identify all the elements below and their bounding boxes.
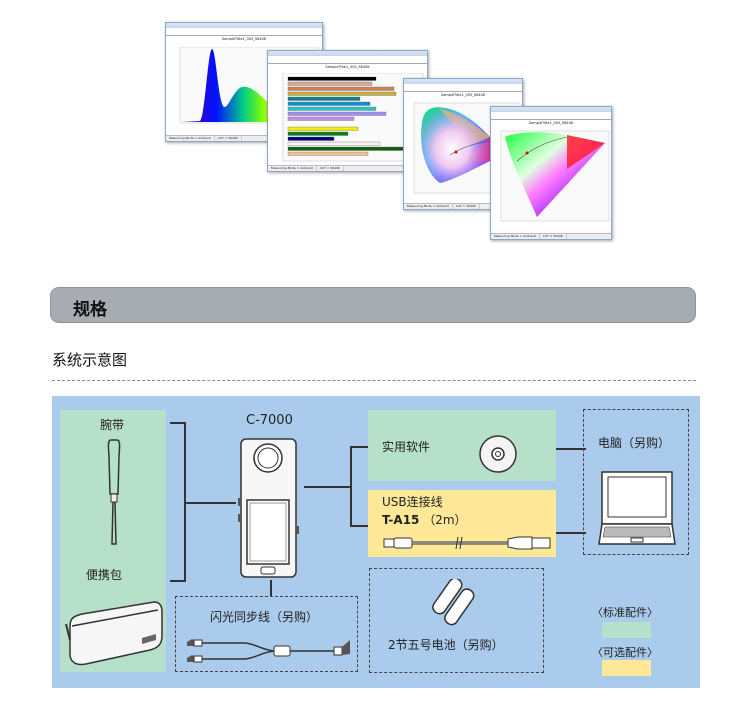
cri-bar bbox=[287, 126, 359, 131]
status-mode: Measuring Mode = Ambient bbox=[166, 136, 215, 141]
window-title: SampleTitle1_003_5640K bbox=[440, 93, 486, 97]
flash-sync-cable-box bbox=[175, 596, 358, 672]
connector-line bbox=[556, 532, 586, 534]
flash-sync-cable-icon bbox=[187, 639, 350, 663]
divider bbox=[52, 380, 696, 381]
cri-bar bbox=[287, 76, 377, 81]
connector-line bbox=[270, 580, 272, 596]
cri-bar bbox=[287, 96, 361, 101]
status-cct: CCT = 5640K bbox=[540, 234, 567, 239]
usb-cable-label: USB连接线 bbox=[382, 495, 443, 509]
screenshot-cri-window: SampleTitle1_003_5640K Measuring Mode = … bbox=[267, 50, 428, 172]
connector-line bbox=[170, 422, 186, 424]
carry-case-icon bbox=[65, 601, 163, 666]
cri-bar bbox=[287, 146, 409, 151]
window-title: SampleTitle1_003_5640K bbox=[221, 37, 267, 41]
computer-label: 电脑（另购） bbox=[598, 436, 671, 450]
usb-cable-spec: T-A15 （2m） bbox=[382, 511, 467, 528]
cri-bar bbox=[287, 141, 381, 146]
status-cct: CCT = 5640K bbox=[453, 204, 480, 209]
status-mode: Measuring Mode = Ambient bbox=[404, 204, 453, 209]
carry-case-label: 便携包 bbox=[86, 568, 123, 582]
cri-bar bbox=[287, 111, 387, 116]
cri-bar bbox=[287, 151, 369, 156]
batteries-box bbox=[369, 568, 544, 673]
cri-bar bbox=[287, 136, 335, 141]
legend-standard-label: 〈标准配件〉 bbox=[592, 606, 658, 619]
spec-header-title: 规格 bbox=[73, 300, 107, 320]
laptop-icon bbox=[598, 471, 676, 545]
cri-bar bbox=[287, 131, 349, 136]
flash-sync-cable-label: 闪光同步线（另购） bbox=[210, 610, 319, 624]
c7000-device-icon bbox=[238, 438, 299, 578]
connector-line bbox=[350, 525, 368, 527]
cri-bar bbox=[287, 116, 355, 121]
usb-cable-length: （2m） bbox=[423, 513, 467, 527]
legend-optional-swatch bbox=[602, 660, 651, 676]
connector-line bbox=[350, 446, 352, 526]
usb-cable-icon bbox=[383, 536, 551, 550]
software-label: 实用软件 bbox=[382, 440, 431, 454]
software-panel bbox=[368, 410, 556, 481]
aa-batteries-icon bbox=[432, 579, 475, 626]
device-model-label: C-7000 bbox=[246, 413, 293, 428]
legend-optional-label: 〈可选配件〉 bbox=[592, 646, 658, 659]
status-mode: Measuring Mode = Ambient bbox=[491, 234, 540, 239]
system-diagram: 腕带 便携包 C-7000 实用软件 USB连接线 T-A15 bbox=[52, 396, 700, 688]
connector-line bbox=[170, 580, 186, 582]
window-title: SampleTitle1_003_5640K bbox=[528, 121, 574, 125]
spec-header-bar: 规格 bbox=[50, 287, 696, 323]
cri-bar bbox=[287, 101, 371, 106]
batteries-label: 2节五号电池（另购） bbox=[388, 638, 504, 652]
connector-line bbox=[350, 446, 368, 448]
connector-line bbox=[304, 486, 350, 488]
legend-standard-swatch bbox=[602, 622, 651, 638]
status-cct: CCT = 5640K bbox=[215, 136, 242, 141]
status-cct: CCT = 5640K bbox=[317, 166, 344, 171]
wrist-strap-label: 腕带 bbox=[100, 418, 125, 432]
status-mode: Measuring Mode = Ambient bbox=[268, 166, 317, 171]
cri-bar-chart bbox=[282, 73, 424, 162]
screenshot-chromaticity-window-2: SampleTitle1_003_5640K Measuring Mode = … bbox=[490, 106, 612, 240]
chromaticity-diagram bbox=[500, 130, 610, 222]
connector-line bbox=[184, 502, 236, 504]
cd-icon bbox=[479, 435, 517, 473]
wrist-strap-icon bbox=[107, 439, 121, 545]
cri-bar bbox=[287, 106, 377, 111]
cri-bar bbox=[287, 81, 373, 86]
cri-bar bbox=[287, 91, 397, 96]
window-titlebar bbox=[166, 23, 322, 28]
computer-box bbox=[583, 409, 689, 555]
cri-bar bbox=[287, 86, 395, 91]
connector-line bbox=[556, 448, 586, 450]
window-title: SampleTitle1_003_5640K bbox=[325, 65, 370, 69]
section-title: 系统示意图 bbox=[52, 351, 128, 369]
usb-cable-model: T-A15 bbox=[382, 513, 420, 527]
